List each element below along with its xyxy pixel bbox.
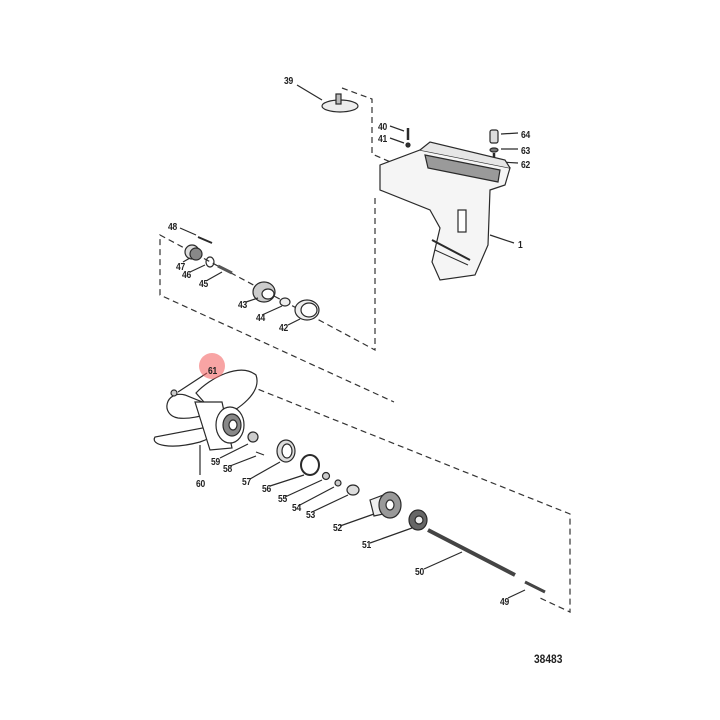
part-label-58[interactable]: 58 [223, 464, 232, 475]
part-46-ring[interactable] [189, 256, 215, 273]
part-label-46[interactable]: 46 [182, 270, 191, 281]
part-48-pin[interactable] [179, 227, 213, 244]
part-54[interactable] [297, 479, 342, 507]
part-56-o-ring[interactable] [269, 454, 320, 487]
part-label-49[interactable]: 49 [500, 597, 509, 608]
part-52-gear[interactable] [339, 491, 402, 527]
part-label-39[interactable]: 39 [284, 76, 293, 87]
part-label-57[interactable]: 57 [242, 477, 251, 488]
part-39-anode[interactable] [296, 84, 359, 113]
part-1-gear-housing[interactable] [379, 141, 515, 281]
part-44-bushing[interactable] [261, 297, 291, 316]
document-number: 38483 [534, 652, 563, 666]
part-43-gear[interactable] [245, 281, 276, 303]
part-61-bolt[interactable] [170, 372, 208, 397]
part-40-41-screw[interactable] [389, 125, 411, 148]
part-label-43[interactable]: 43 [238, 300, 247, 311]
part-label-56[interactable]: 56 [262, 484, 271, 495]
part-label-51[interactable]: 51 [362, 540, 371, 551]
highlight-marker-61[interactable] [199, 353, 225, 379]
part-label-44[interactable]: 44 [256, 313, 265, 324]
part-label-1[interactable]: 1 [518, 240, 523, 251]
part-label-42[interactable]: 42 [279, 323, 288, 334]
part-label-64[interactable]: 64 [521, 130, 530, 141]
part-label-50[interactable]: 50 [415, 567, 424, 578]
part-label-55[interactable]: 55 [278, 494, 287, 505]
part-45-shaft[interactable] [205, 264, 233, 282]
part-57-thrust-hub[interactable] [249, 439, 296, 480]
part-label-61[interactable]: 61 [208, 366, 217, 377]
part-label-54[interactable]: 54 [292, 503, 301, 514]
part-label-62[interactable]: 62 [521, 160, 530, 171]
part-47-bearing[interactable] [182, 244, 203, 263]
part-55[interactable] [284, 471, 331, 498]
part-label-60[interactable]: 60 [196, 479, 205, 490]
part-60-propeller[interactable] [153, 369, 258, 475]
part-58-cotter-pin[interactable] [229, 451, 265, 467]
part-50-propeller-shaft[interactable] [423, 528, 516, 577]
part-label-63[interactable]: 63 [521, 146, 530, 157]
part-label-52[interactable]: 52 [333, 523, 342, 534]
part-label-41[interactable]: 41 [378, 134, 387, 145]
part-59-nut[interactable] [219, 431, 259, 459]
part-label-47[interactable]: 47 [176, 262, 185, 273]
part-label-53[interactable]: 53 [306, 510, 315, 521]
part-42-bearing-race[interactable] [287, 299, 320, 326]
part-51-gear[interactable] [369, 509, 428, 544]
part-label-59[interactable]: 59 [211, 457, 220, 468]
part-label-48[interactable]: 48 [168, 222, 177, 233]
part-53[interactable] [311, 484, 360, 513]
part-49[interactable] [507, 580, 546, 599]
part-label-45[interactable]: 45 [199, 279, 208, 290]
part-label-40[interactable]: 40 [378, 122, 387, 133]
